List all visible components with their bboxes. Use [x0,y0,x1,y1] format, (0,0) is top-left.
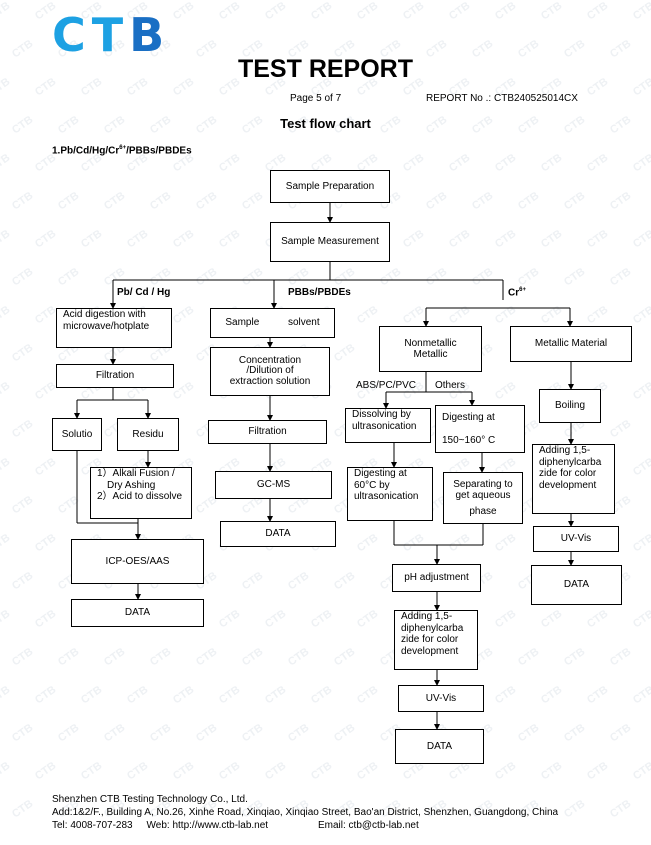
separating-line-3: phase [469,505,497,517]
page-number: Page 5 of 7 [290,93,342,104]
metallic-data-box: DATA [531,565,622,605]
others-label: Others [435,380,466,391]
concentration-box: Concentration /Dilution of extraction so… [210,347,330,396]
alkali-line-2: Dry Ashing [107,479,156,491]
metallic-adding-line-4: development [539,479,597,491]
dissolving-line-2: ultrasonication [352,420,417,432]
concentration-line-2: /Dilution of [246,365,294,377]
icp-oes-aas-box: ICP-OES/AAS [71,539,204,584]
alkali-line-1: 1）Alkali Fusion / [97,468,175,479]
digesting-150-line-1: Digesting at [442,411,495,423]
sample-solvent-word-2: solvent [287,317,320,329]
footer-tel: Tel: 4008-707-283 [52,820,133,831]
adding-line-2: diphenylcarba [401,622,464,634]
pb-data-box: DATA [71,599,204,627]
residue-box: Residu [117,418,179,451]
acid-digestion-line-2: microwave/hotplate [63,320,150,332]
alkali-line-3: 2）Acid to dissolve [97,491,183,502]
metallic-adding-line-3: zide for color [539,468,597,479]
pbbs-data-box: DATA [220,521,336,547]
section-heading: 1.Pb/Cd/Hg/Cr6+/PBBs/PBDEs [52,145,192,157]
pbbs-filtration-box: Filtration [208,420,327,444]
digesting-150-line-2: 150~160° C [442,434,496,446]
footer-company: Shenzhen CTB Testing Technology Co., Ltd… [52,794,248,805]
logo-letter-t: T [91,8,130,62]
nonmetallic-line-2: Metallic [413,349,448,360]
ph-adjustment-box: pH adjustment [392,564,481,592]
pb-filtration-box: Filtration [56,364,174,388]
concentration-line-1: Concentration [238,354,302,366]
ctb-logo: CTB [52,12,170,58]
dissolving-line-1: Dissolving by [352,409,411,420]
abs-pc-pvc-label: ABS/PC/PVC [356,380,417,391]
branch-label-pb-cd-hg: Pb/ Cd / Hg [117,287,171,298]
branch-label-pbbs-pbdes: PBBs/PBDEs [288,287,351,298]
acid-digestion-line-1: Acid digestion with [63,309,146,320]
logo-letter-c: C [52,8,92,62]
dissolving-box: Dissolving by ultrasonication [345,408,431,443]
metallic-adding-line-1: Adding 1,5- [539,445,591,456]
gc-ms-box: GC-MS [215,471,332,499]
metallic-adding-line-2: diphenylcarba [539,456,602,468]
report-number: REPORT No .: CTB240525014CX [426,93,578,104]
footer-email[interactable]: Email: ctb@ctb-lab.net [318,820,419,831]
digesting-60-box: Digesting at 60°C by ultrasonication [347,467,433,521]
separating-line-1: Separating to [453,478,513,490]
metallic-adding-box: Adding 1,5- diphenylcarba zide for color… [532,444,615,514]
nonmetallic-adding-box: Adding 1,5- diphenylcarba zide for color… [394,610,478,670]
digesting-60-line-2: 60°C by [354,479,390,491]
metallic-uv-vis-box: UV-Vis [533,526,619,552]
solution-box: Solutio [52,418,102,451]
logo-letter-b: B [129,8,171,62]
chart-subtitle: Test flow chart [280,116,371,131]
footer-address: Add:1&2/F., Building A, No.26, Xinhe Roa… [52,807,559,818]
sample-preparation-box: Sample Preparation [270,170,390,203]
nonmetallic-data-box: DATA [395,729,484,764]
boiling-box: Boiling [539,389,601,423]
footer-web[interactable]: Web: http://www.ctb-lab.net [146,820,269,831]
branch-label-cr6: Cr6+ [508,287,526,299]
sample-measurement-box: Sample Measurement [270,222,390,262]
digesting-150-box: Digesting at 150~160° C [435,405,525,453]
metallic-material-box: Metallic Material [510,326,632,362]
acid-digestion-box: Acid digestion with microwave/hotplate [56,308,172,348]
adding-line-3: zide for color [401,634,459,645]
footer: Shenzhen CTB Testing Technology Co., Ltd… [52,793,558,832]
adding-line-4: development [401,645,459,657]
nonmetallic-line-1: Nonmetallic [404,337,457,349]
separating-box: Separating to get aqueous phase [443,472,523,524]
report-title: TEST REPORT [237,55,413,83]
nonmetallic-box: Nonmetallic Metallic [379,326,482,372]
digesting-60-line-3: ultrasonication [354,491,419,502]
separating-line-2: get aqueous [455,490,511,502]
nonmetallic-uv-vis-box: UV-Vis [398,685,484,712]
sample-solvent-box: Sample solvent [210,308,335,338]
alkali-fusion-box: 1）Alkali Fusion / Dry Ashing 2）Acid to d… [90,467,192,519]
concentration-line-3: extraction solution [229,375,311,387]
adding-line-1: Adding 1,5- [401,611,453,622]
digesting-60-line-1: Digesting at [354,468,407,479]
sample-solvent-word-1: Sample [225,317,260,329]
